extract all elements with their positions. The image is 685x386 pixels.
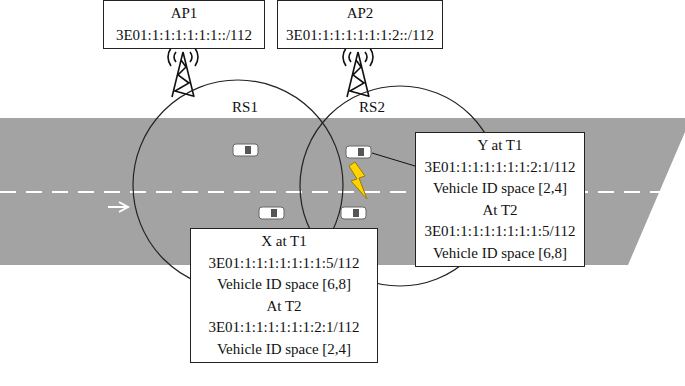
box-line: Vehicle ID space [6,8] — [197, 274, 371, 296]
box-line: 3E01:1:1:1:1:1:1:1:5/112 — [422, 221, 578, 243]
access-point-box: AP13E01:1:1:1:1:1:1::/112 — [103, 0, 265, 49]
box-line: 3E01:1:1:1:1:1:1::/112 — [110, 25, 258, 47]
box-line: Vehicle ID space [6,8] — [422, 243, 578, 265]
vehicle — [259, 207, 284, 219]
box-heading: Y at T1 — [422, 135, 578, 157]
box-line: At T2 — [422, 200, 578, 222]
vehicle — [341, 207, 366, 219]
box-heading: X at T1 — [197, 231, 371, 253]
box-line: Vehicle ID space [2,4] — [422, 178, 578, 200]
box-line: 3E01:1:1:1:1:1:1:2:1/112 — [422, 157, 578, 179]
vehicle — [233, 144, 258, 156]
box-line: 3E01:1:1:1:1:1:1:2:1/112 — [197, 317, 371, 339]
box-heading: AP2 — [284, 3, 436, 25]
leader-line — [372, 153, 415, 166]
vehicle-address-box: X at T13E01:1:1:1:1:1:1:1:5/112Vehicle I… — [190, 228, 378, 363]
box-heading: AP1 — [110, 3, 258, 25]
box-line: 3E01:1:1:1:1:1:1:1:5/112 — [197, 253, 371, 275]
lightning-link — [349, 162, 367, 199]
circle-label: RS2 — [359, 97, 385, 119]
vehicle — [346, 146, 371, 158]
access-point-box: AP23E01:1:1:1:1:1:1:2::/112 — [277, 0, 443, 49]
antenna-tower — [343, 48, 373, 97]
vehicle-address-box: Y at T13E01:1:1:1:1:1:1:2:1/112Vehicle I… — [415, 132, 585, 267]
direction-arrow — [108, 202, 128, 212]
box-line: 3E01:1:1:1:1:1:1:2::/112 — [284, 25, 436, 47]
box-line: At T2 — [197, 296, 371, 318]
circle-label: RS1 — [232, 97, 258, 119]
box-line: Vehicle ID space [2,4] — [197, 339, 371, 361]
